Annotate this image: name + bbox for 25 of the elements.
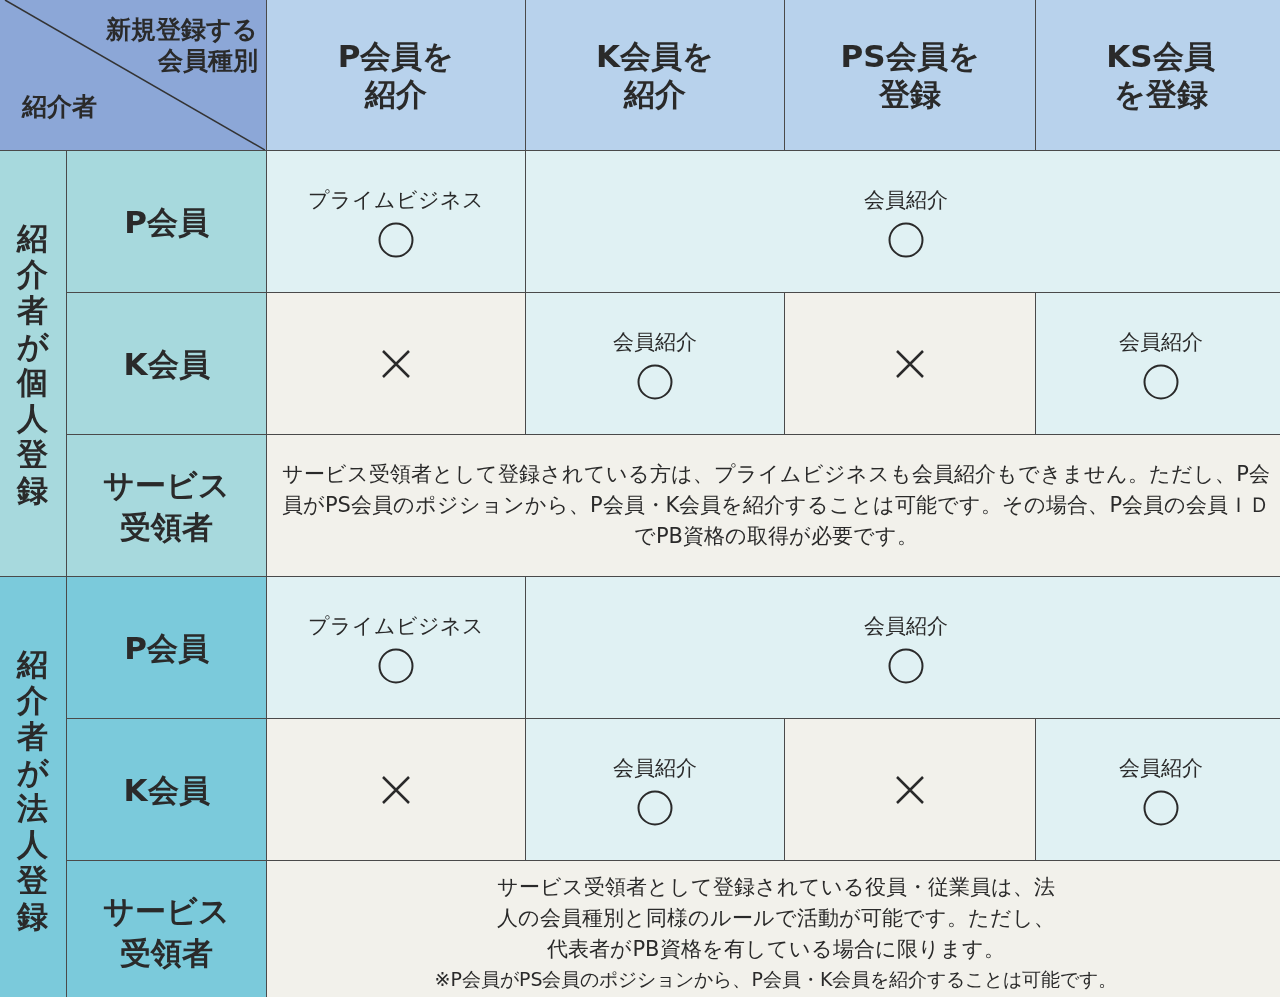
column-header: P会員を紹介 <box>336 37 456 113</box>
cell-text: 会員紹介 <box>863 613 948 640</box>
column-header: PS会員を登録 <box>840 37 980 113</box>
cell-text: 会員紹介 <box>613 755 697 782</box>
row-header: K会員 <box>123 770 210 810</box>
row-header: P会員 <box>124 628 209 668</box>
column-axis-label: 新規登録する会員種別 <box>105 14 258 76</box>
column-header: K会員を紹介 <box>595 37 715 113</box>
cell-text: 会員紹介 <box>863 187 948 214</box>
column-header: KS会員を登録 <box>1105 37 1216 113</box>
cell-text: プライムビジネス <box>308 613 484 640</box>
row-header: サービス受領者 <box>102 465 231 547</box>
cell-text: 会員紹介 <box>613 329 697 356</box>
group-header: 紹介者が法人登録 <box>16 646 50 934</box>
row-header: サービス受領者 <box>102 892 231 973</box>
cell-text: サービス受領者として登録されている役員・従業員は、法人の会員種別と同様のルールで活動が可能です。ただし、代表者がPB資格を有している場合に限ります。 <box>496 873 1056 963</box>
row-header: P会員 <box>124 202 209 242</box>
cell-text: 会員紹介 <box>1118 755 1203 782</box>
row-header: K会員 <box>123 344 210 384</box>
row-axis-label: 紹介者 <box>22 91 97 123</box>
note-text: ※P会員がPS会員のポジションから、P会員・K会員を紹介することは可能です。 <box>434 966 1118 992</box>
cell-text: サービス受領者として登録されている方は、プライムビジネスも会員紹介もできません。ただし、P会員がPS会員のポジションから、P会員・K会員を紹介することは可能です。その場合、P会員の会員ＩＤでPB資格の取得が必要です。 <box>281 461 1271 550</box>
cell-text: 会員紹介 <box>1118 329 1203 356</box>
group-header: 紹介者が個人登録 <box>16 219 50 508</box>
cell-text: プライムビジネス <box>308 187 484 214</box>
